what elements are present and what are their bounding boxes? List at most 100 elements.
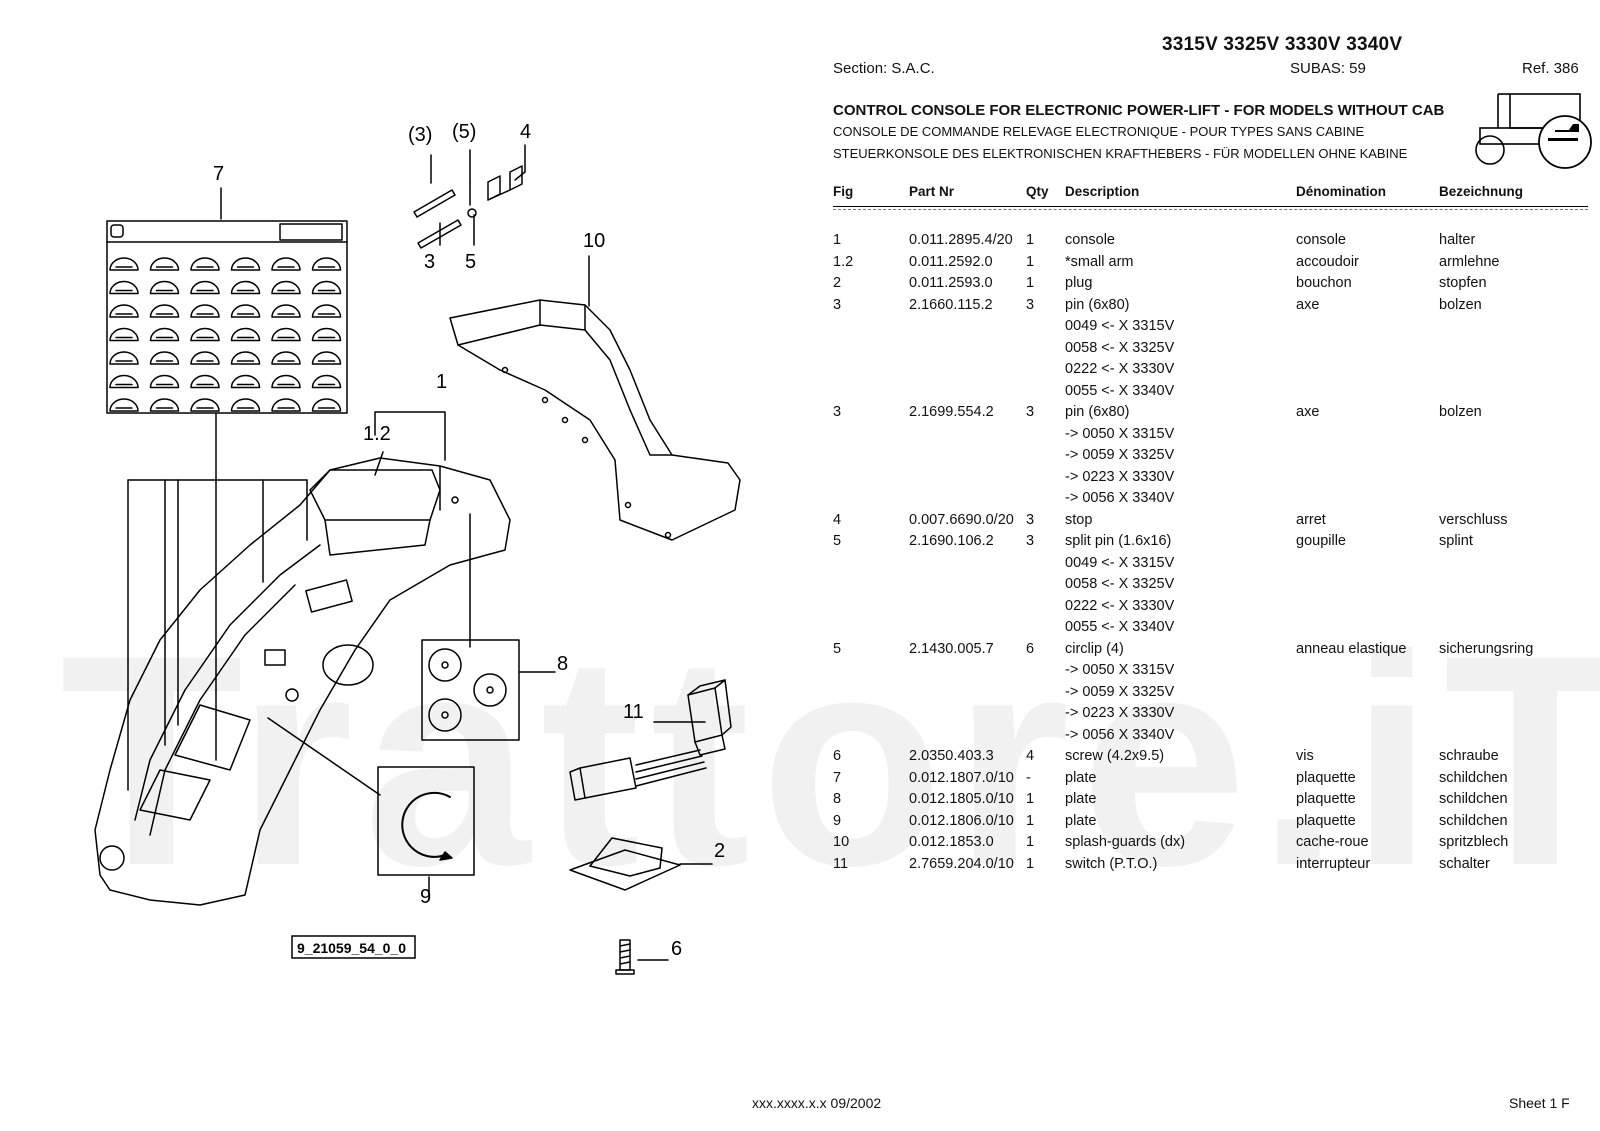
symbol-icon: [190, 280, 220, 295]
cell-de: schildchen: [1439, 791, 1508, 807]
cell-desc: plate: [1065, 791, 1097, 807]
symbol-icon: [109, 257, 139, 271]
cell-desc: -> 0223 X 3330V: [1065, 705, 1175, 721]
symbol-icon: [230, 398, 261, 412]
callout-3-paren: (3): [408, 124, 432, 146]
table-row: 0058 <- X 3325V: [833, 574, 1593, 596]
cell-qty: 1: [1026, 834, 1035, 850]
callout-5-paren: (5): [452, 121, 476, 143]
cell-part: 2.1430.005.7: [909, 640, 994, 657]
symbol-icon: [271, 351, 301, 365]
cell-desc: -> 0050 X 3315V: [1065, 662, 1175, 678]
cell-desc: splash-guards (dx): [1065, 834, 1186, 850]
callout-5: 5: [465, 251, 476, 273]
col-header-qty: Qty: [1026, 184, 1049, 199]
cell-fr: goupille: [1296, 533, 1346, 549]
symbol-icon: [109, 280, 139, 295]
symbol-icon: [149, 280, 180, 295]
cell-part: 0.012.1853.0: [909, 834, 994, 850]
watermark: Trattore.iT: [60, 592, 1600, 928]
cell-desc: -> 0223 X 3330V: [1065, 468, 1175, 485]
cell-desc: 0222 <- X 3330V: [1065, 597, 1175, 614]
table-row: 0222 <- X 3330V: [833, 596, 1593, 618]
cell-qty: 3: [1026, 533, 1035, 549]
symbol-icon: [149, 304, 180, 318]
table-row: -> 0056 X 3340V: [833, 488, 1593, 510]
cell-fr: axe: [1296, 296, 1320, 313]
drawing-code: 9_21059_54_0_0: [297, 940, 406, 956]
symbol-icon: [109, 374, 139, 389]
cell-part: 2.1690.106.2: [909, 533, 994, 549]
cell-de: schildchen: [1439, 769, 1508, 786]
cell-qty: 4: [1026, 748, 1035, 764]
callout-10: 10: [583, 230, 605, 252]
cell-fr: vis: [1296, 748, 1314, 764]
table-row: 0058 <- X 3325V: [833, 338, 1593, 360]
symbol-icon: [190, 351, 220, 365]
callout-7: 7: [213, 163, 224, 185]
cell-qty: 6: [1026, 640, 1035, 657]
cell-de: spritzblech: [1439, 834, 1509, 850]
symbol-icon: [230, 351, 261, 365]
symbol-icon: [311, 304, 342, 318]
col-header-description: Description: [1065, 184, 1140, 199]
plate-9: [377, 766, 475, 876]
symbol-icon: [190, 398, 220, 412]
page-title-de: STEUERKONSOLE DES ELEKTRONISCHEN KRAFTHE…: [833, 146, 1408, 161]
cell-fr: accoudoir: [1296, 253, 1359, 270]
cell-de: splint: [1439, 533, 1473, 549]
cell-qty: 3: [1026, 511, 1035, 528]
cell-fig: 5: [833, 640, 842, 657]
header-rule: [833, 206, 1588, 207]
table-row: -> 0056 X 3340V: [833, 725, 1593, 747]
cell-de: bolzen: [1439, 296, 1482, 313]
symbol-icon: [109, 398, 139, 412]
footer-sheet: Sheet 1 F: [1509, 1095, 1570, 1111]
cell-qty: 3: [1026, 296, 1035, 313]
symbol-icon: [149, 327, 180, 342]
cell-fig: 3: [833, 296, 842, 313]
cell-fr: axe: [1296, 404, 1320, 420]
cell-de: bolzen: [1439, 404, 1482, 420]
cell-desc: 0049 <- X 3315V: [1065, 554, 1175, 571]
cell-de: armlehne: [1439, 253, 1500, 270]
cell-qty: 3: [1026, 404, 1035, 420]
cell-de: stopfen: [1439, 275, 1487, 291]
table-row: -> 0223 X 3330V: [833, 467, 1593, 489]
symbol-icon: [109, 304, 139, 318]
cell-qty: -: [1026, 769, 1031, 786]
cell-desc: pin (6x80): [1065, 296, 1130, 313]
symbol-icon: [311, 351, 342, 365]
symbol-icon: [149, 374, 180, 389]
cell-desc: screw (4.2x9.5): [1065, 748, 1165, 764]
page-title-en: CONTROL CONSOLE FOR ELECTRONIC POWER-LIF…: [833, 102, 1445, 119]
cell-fr: interrupteur: [1296, 855, 1371, 872]
table-row: 0049 <- X 3315V: [833, 316, 1593, 338]
splash-guard-10: [449, 299, 741, 541]
cell-fr: bouchon: [1296, 275, 1352, 291]
col-header-fig: Fig: [833, 184, 854, 199]
cell-part: 0.012.1805.0/10: [909, 791, 1014, 807]
cell-part: 0.011.2592.0: [909, 253, 993, 270]
cell-fr: plaquette: [1296, 791, 1356, 807]
switch-11: [569, 679, 732, 801]
subas-label: SUBAS: 59: [1290, 60, 1366, 77]
col-header-bezeichnung: Bezeichnung: [1439, 184, 1524, 199]
col-header-part: Part Nr: [909, 184, 955, 199]
symbol-icon: [230, 304, 261, 318]
symbol-icon: [271, 280, 301, 295]
symbol-icon: [190, 257, 220, 271]
callout-6: 6: [671, 938, 682, 960]
cell-fig: 2: [833, 275, 842, 291]
callout-9: 9: [420, 886, 431, 908]
cell-fr: plaquette: [1296, 812, 1356, 829]
symbol-icon: [311, 327, 342, 342]
cell-desc: split pin (1.6x16): [1065, 533, 1172, 549]
cell-desc: plug: [1065, 275, 1093, 291]
